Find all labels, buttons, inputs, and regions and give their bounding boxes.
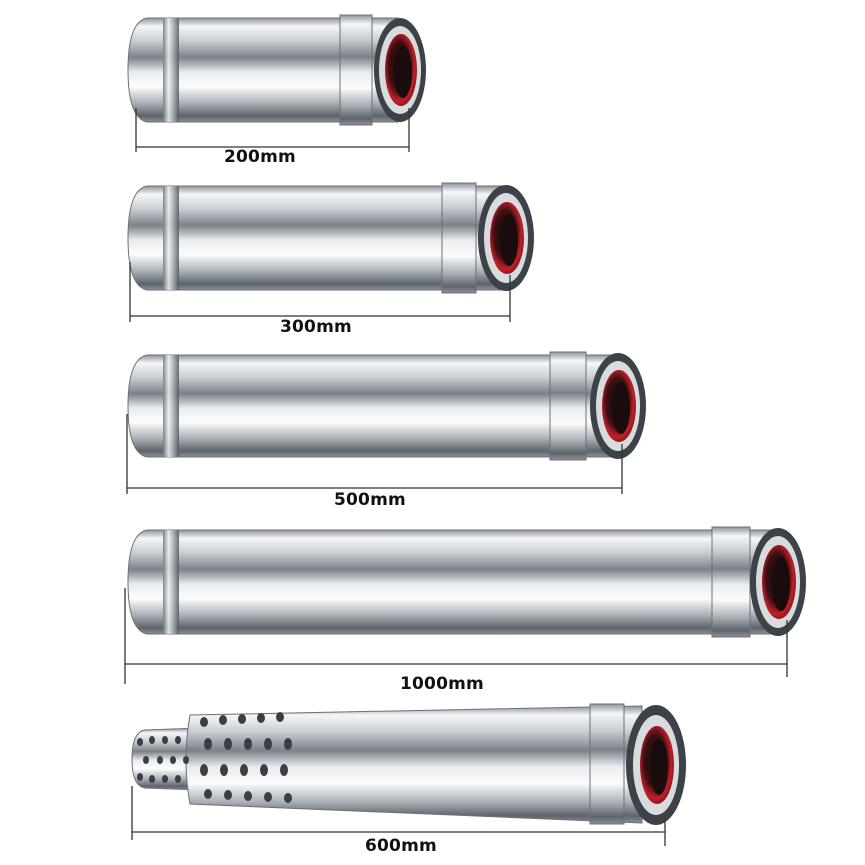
dimension-label-200mm: 200mm: [224, 147, 296, 167]
dimension-line-200mm: [135, 108, 410, 152]
pipe-300mm: [127, 182, 534, 294]
dimension-line-300mm: [129, 262, 511, 322]
dimension-line-600mm: [131, 786, 666, 846]
pipe-500mm: [127, 351, 646, 461]
pipe-1000mm: [127, 526, 806, 638]
dimension-label-1000mm: 1000mm: [400, 674, 484, 694]
dimension-line-500mm: [126, 414, 623, 494]
perforation-holes: [137, 712, 292, 803]
dimension-label-300mm: 300mm: [280, 317, 352, 337]
dimension-label-500mm: 500mm: [334, 490, 406, 510]
pipe-200mm: [127, 14, 426, 126]
dimension-label-600mm: 600mm: [365, 836, 437, 856]
dimension-line-1000mm: [124, 588, 788, 684]
pipe-600mm-terminal: [131, 703, 686, 825]
